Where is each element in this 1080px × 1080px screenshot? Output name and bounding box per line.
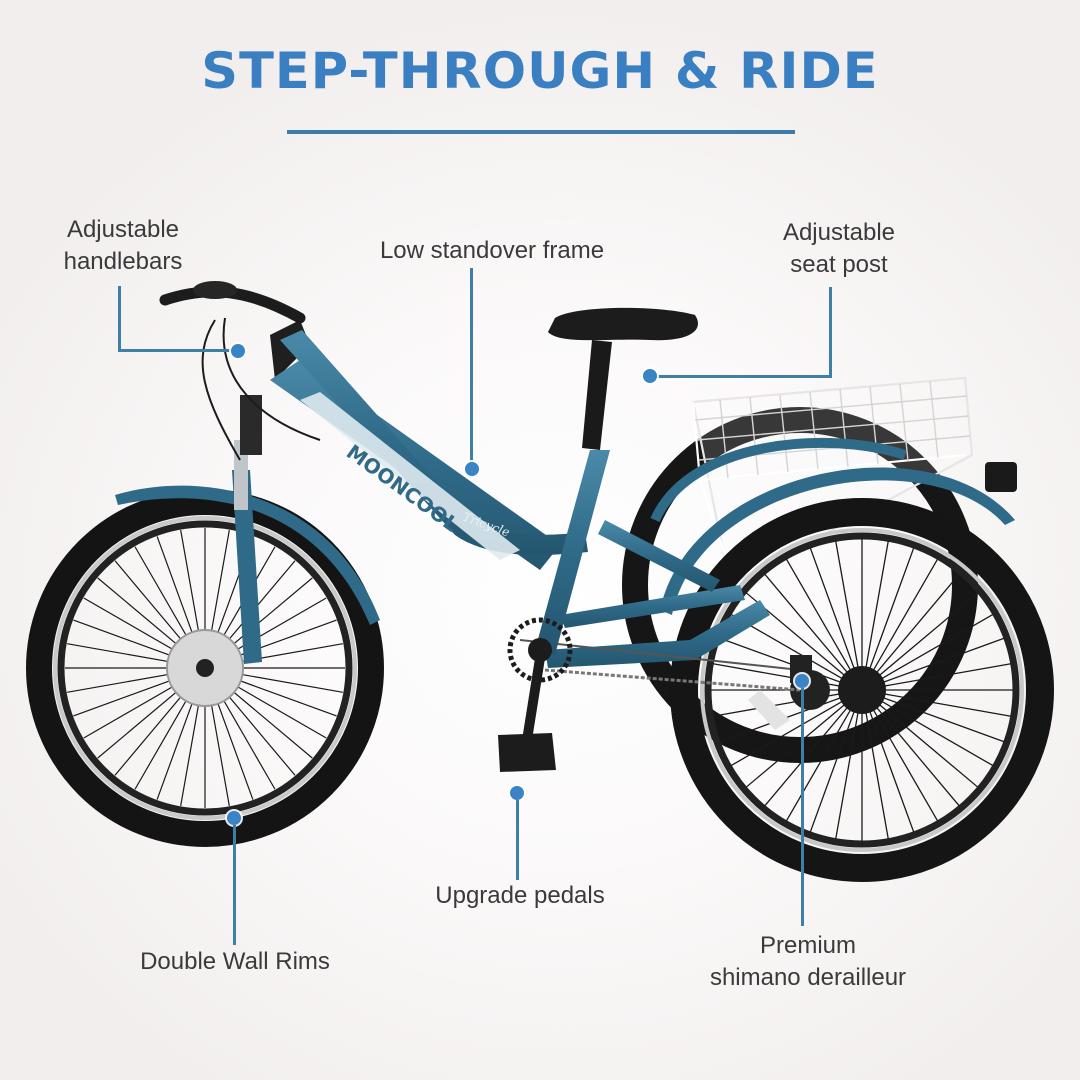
callout-line-handlebars-vertical xyxy=(118,286,121,351)
callout-dot-derailleur[interactable] xyxy=(795,674,809,688)
callout-dot-seat-post[interactable] xyxy=(643,369,657,383)
callout-dot-handlebars[interactable] xyxy=(231,344,245,358)
callout-line-rims xyxy=(233,825,236,945)
callout-dot-pedals[interactable] xyxy=(510,786,524,800)
callout-dot-rims[interactable] xyxy=(227,811,241,825)
title-underline xyxy=(287,130,795,134)
callout-dot-frame[interactable] xyxy=(465,462,479,476)
callout-label-rims: Double Wall Rims xyxy=(140,948,330,975)
callout-line-seat-post-horizontal xyxy=(652,375,832,378)
callout-line-frame xyxy=(470,268,473,468)
callout-label-frame: Low standover frame xyxy=(379,237,605,264)
callout-line-seat-post-vertical xyxy=(829,287,832,377)
page-title: STEP-THROUGH & RIDE xyxy=(201,42,879,100)
callout-line-derailleur xyxy=(801,688,804,926)
callout-label-handlebars: Adjustable handlebars xyxy=(63,216,183,275)
callout-line-pedals xyxy=(516,800,519,880)
callout-label-derailleur: Premium shimano derailleur xyxy=(709,932,907,991)
callout-label-pedals: Upgrade pedals xyxy=(435,882,605,909)
callout-label-seat-post: Adjustable seat post xyxy=(782,219,896,278)
callout-line-handlebars-horizontal xyxy=(118,349,238,352)
